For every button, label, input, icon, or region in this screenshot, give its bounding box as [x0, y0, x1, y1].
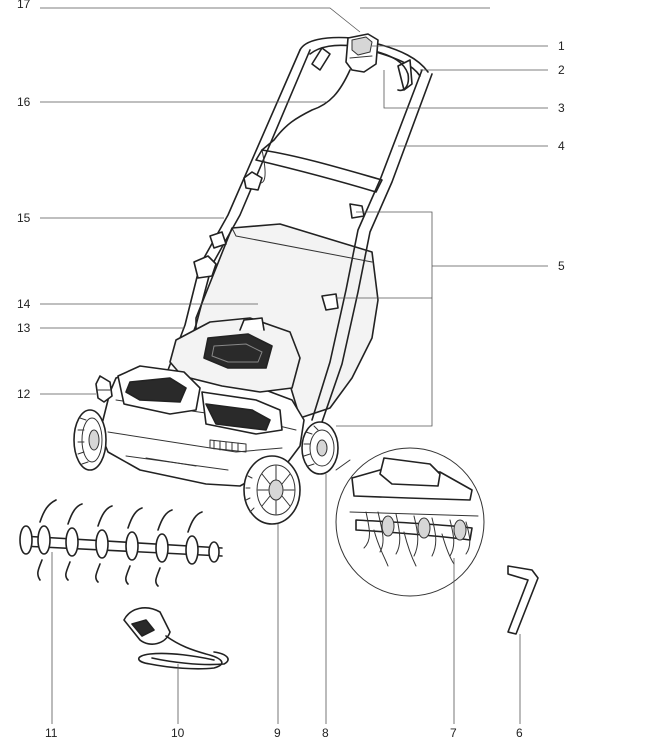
leader-17: [40, 7, 490, 33]
scarifier-illustration: [73, 33, 433, 525]
callout-13: 13: [17, 321, 31, 335]
callout-2: 2: [558, 63, 565, 77]
allen-key: [507, 565, 539, 635]
callout-7: 7: [450, 726, 457, 740]
roller-detail-view: [335, 447, 485, 597]
callout-10: 10: [171, 726, 185, 740]
callout-9: 9: [274, 726, 281, 740]
power-cable: [261, 69, 351, 151]
callout-5: 5: [558, 259, 565, 273]
callout-15: 15: [17, 211, 31, 225]
carry-handle: [239, 317, 265, 331]
callout-8: 8: [322, 726, 329, 740]
leader-3: [383, 70, 548, 109]
leader-lines: [40, 7, 548, 724]
callout-1: 1: [558, 39, 565, 53]
callout-4: 4: [558, 139, 565, 153]
callout-16: 16: [17, 95, 31, 109]
callout-17: 17: [17, 0, 31, 11]
callout-3: 3: [558, 101, 565, 115]
callout-11: 11: [45, 726, 58, 740]
callout-12: 12: [17, 387, 31, 401]
leader-5: [336, 211, 548, 427]
rear-wheel-left: [73, 409, 107, 471]
rear-wheel: [301, 421, 339, 475]
front-wheel: [243, 455, 301, 525]
start-lever: [377, 51, 410, 92]
power-cable-coil: [123, 607, 229, 670]
depth-adjust-knob: [95, 375, 113, 403]
spare-roller: [19, 499, 223, 587]
callout-6: 6: [516, 726, 523, 740]
callout-labels: 1 2 3 4 5 6 7 8 9 10 11 12 13 14 15 16 1…: [17, 0, 565, 740]
callout-14: 14: [17, 297, 31, 311]
